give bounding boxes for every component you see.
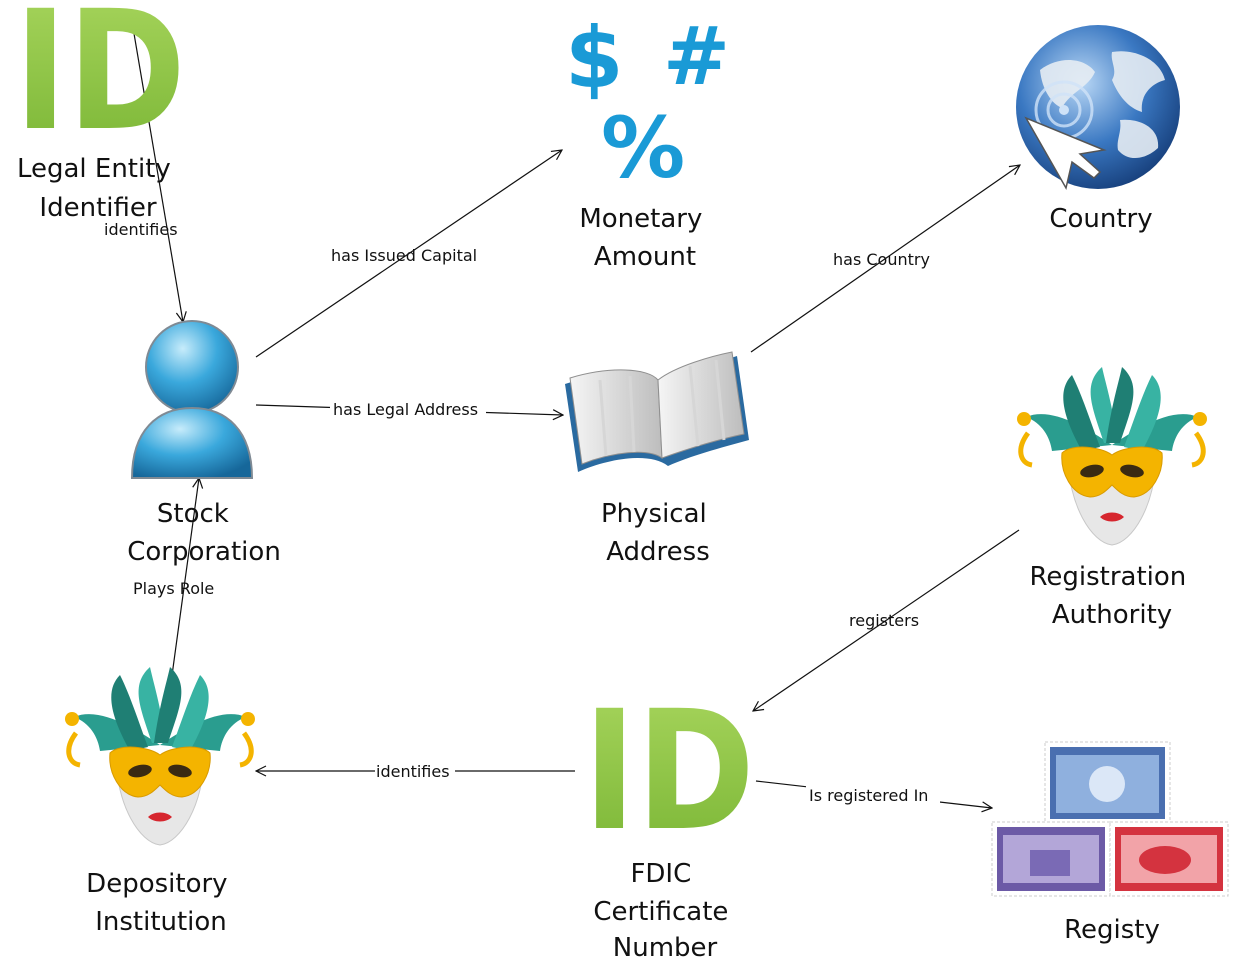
edge-has-country [750,165,1020,353]
edges [129,9,1020,808]
hash-symbol: # [663,10,730,103]
edge-label-has-country: has Country [833,250,930,269]
edge-label-is-registered-in: Is registered In [809,786,928,805]
node-labels: Legal Entity Identifier Monetary Amount … [17,154,1194,962]
lei-id-glyph: ID [14,0,186,167]
fdic-number-label: FDIC Certificate Number [593,859,736,962]
edge-labels: identifies has Issued Capital has Countr… [104,220,940,805]
edge-label-registers: registers [849,611,919,630]
edge-label-has-issued-capital: has Issued Capital [331,246,477,265]
person-icon [130,320,254,479]
depository-institution-jester-mask-icon [65,667,255,845]
edge-registers [753,529,1020,711]
depository-institution-label: Depository Institution [86,869,236,937]
globe-icon [1016,25,1180,191]
stamp-red [1109,821,1229,897]
stamp-purple [991,821,1111,897]
edge-plays-role [169,478,199,691]
dollar-symbol: $ [565,9,623,107]
stamp-blue [1044,741,1171,825]
registry-label: Registy [1064,915,1160,945]
lei-id-icon: ID [14,0,186,167]
registration-authority-label: Registration Authority [1029,562,1194,630]
edge-has-issued-capital [255,150,562,358]
edge-label-plays-role: Plays Role [133,579,214,598]
edge-label-has-legal-address: has Legal Address [333,400,478,419]
edge-identifies-lei [129,9,183,322]
physical-address-label: Physical Address [601,499,715,567]
stock-corporation-label: Stock Corporation [127,499,281,567]
edge-label-identifies-lei: identifies [104,220,178,239]
fdic-id-icon: ID [583,675,755,867]
fdic-id-glyph: ID [583,675,755,867]
registration-authority-jester-mask-icon [1017,367,1207,545]
edge-label-identifies-fdic: identifies [376,762,450,781]
postage-stamps-icon [991,741,1229,897]
book-icon [565,351,749,472]
lei-label: Legal Entity Identifier [17,154,179,223]
monetary-amount-label: Monetary Amount [579,204,710,272]
currency-symbols-icon: $ # % [565,9,730,197]
percent-symbol: % [601,99,685,197]
country-label: Country [1049,204,1152,234]
